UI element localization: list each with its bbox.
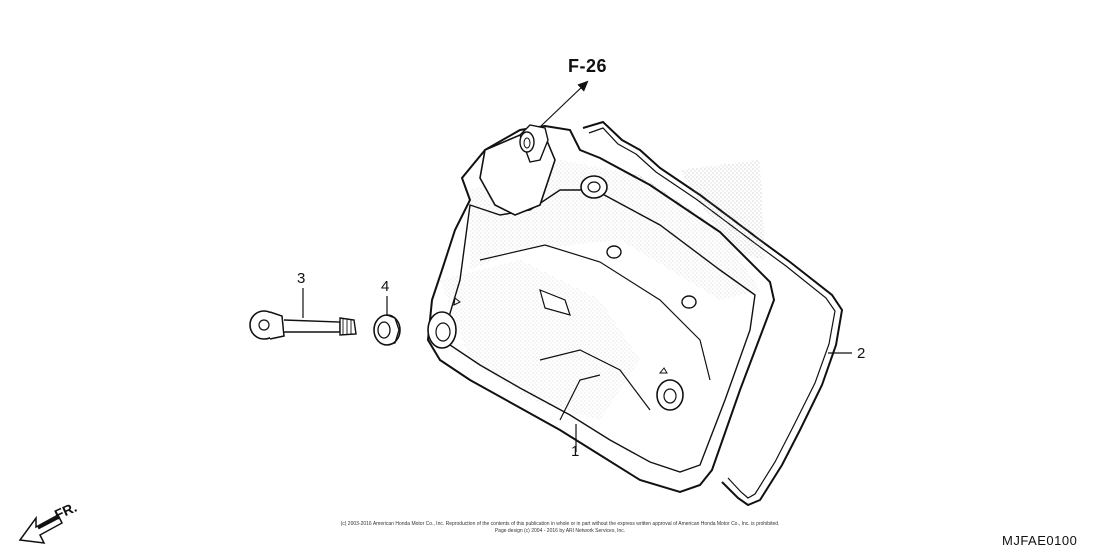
reference-label: F-26 bbox=[568, 56, 608, 76]
copyright-line-1: (c) 2003-2016 American Honda Motor Co., … bbox=[340, 521, 780, 527]
bolt-part bbox=[249, 310, 357, 340]
washer-part bbox=[373, 314, 401, 346]
front-direction-arrow-icon bbox=[18, 513, 63, 544]
copyright-notice: (c) 2003-2016 American Honda Motor Co., … bbox=[300, 521, 820, 535]
callout-3: 3 bbox=[297, 270, 306, 287]
callout-1: 1 bbox=[571, 443, 580, 460]
callout-4: 4 bbox=[381, 278, 390, 295]
copyright-line-2: Page design (c) 2004 - 2016 by ARI Netwo… bbox=[494, 528, 626, 534]
cylinder-head-cover-gasket bbox=[582, 120, 844, 507]
callout-2: 2 bbox=[857, 345, 866, 362]
cylinder-head-cover bbox=[426, 124, 776, 494]
leader-lines bbox=[302, 80, 852, 452]
diagram-code: MJFAE0100 bbox=[1002, 533, 1078, 548]
